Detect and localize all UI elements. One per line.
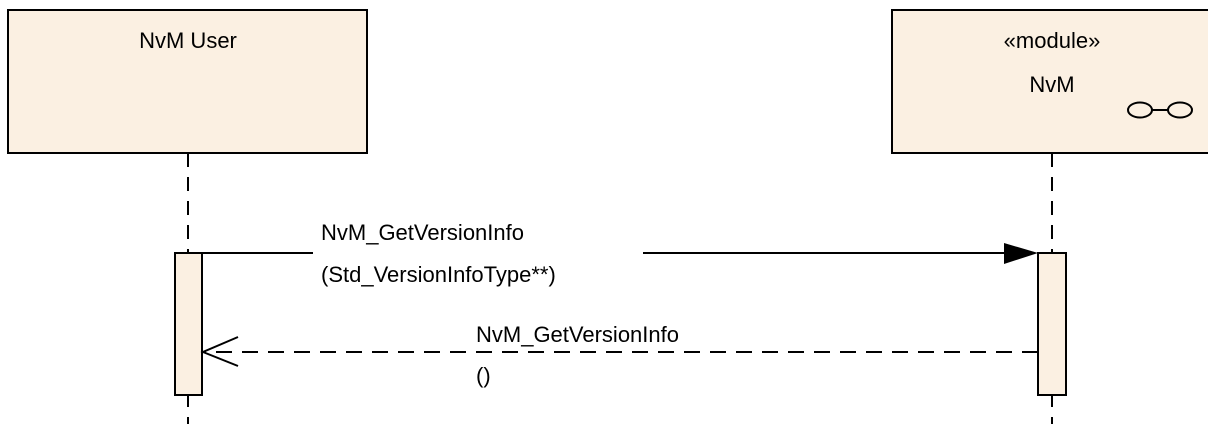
component-instance-icon [1127, 101, 1193, 119]
return-label-line1: NvM_GetVersionInfo [476, 322, 679, 347]
participant-box-nvm [891, 9, 1208, 154]
participant-nvm-user[interactable]: NvM User [7, 9, 368, 154]
return-label-line2: () [476, 363, 491, 388]
participant-name-nvm: NvM [1029, 72, 1074, 97]
participant-stereotype-nvm: «module» [1004, 28, 1101, 53]
participant-box-nvm-user [7, 9, 368, 154]
open-arrowhead-icon [200, 336, 239, 367]
call-label-line2: (Std_VersionInfoType**) [321, 262, 556, 287]
message-return-get-version-info[interactable]: NvM_GetVersionInfo () [200, 322, 1038, 388]
message-call-get-version-info[interactable]: NvM_GetVersionInfo (Std_VersionInfoType*… [202, 220, 1038, 287]
activation-bar-nvm [1037, 252, 1067, 396]
participant-name-nvm-user: NvM User [139, 28, 237, 53]
call-label-line1: NvM_GetVersionInfo [321, 220, 524, 245]
filled-arrowhead-icon [1004, 243, 1038, 264]
participant-nvm[interactable]: «module» NvM [891, 9, 1208, 154]
activation-bar-nvm-user [174, 252, 203, 396]
